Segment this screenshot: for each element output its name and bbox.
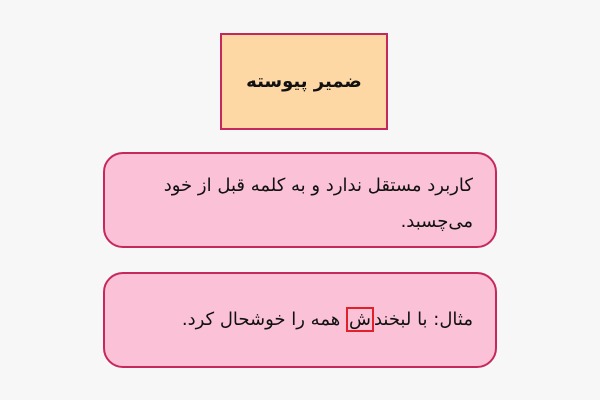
example-card: مثال: با لبخندش همه را خوشحال کرد.: [103, 272, 497, 368]
example-text: مثال: با لبخندش همه را خوشحال کرد.: [127, 302, 473, 338]
description-text: کاربرد مستقل ندارد و به کلمه قبل از خود …: [163, 175, 473, 232]
title-text: ضمیر پیوسته: [246, 71, 362, 92]
description-card: کاربرد مستقل ندارد و به کلمه قبل از خود …: [103, 152, 497, 248]
example-prefix: مثال: با لبخند: [373, 309, 473, 330]
example-rest: همه را خوشحال کرد.: [181, 309, 346, 330]
highlighted-suffix: ش: [345, 307, 374, 332]
title-box: ضمیر پیوسته: [220, 33, 388, 130]
